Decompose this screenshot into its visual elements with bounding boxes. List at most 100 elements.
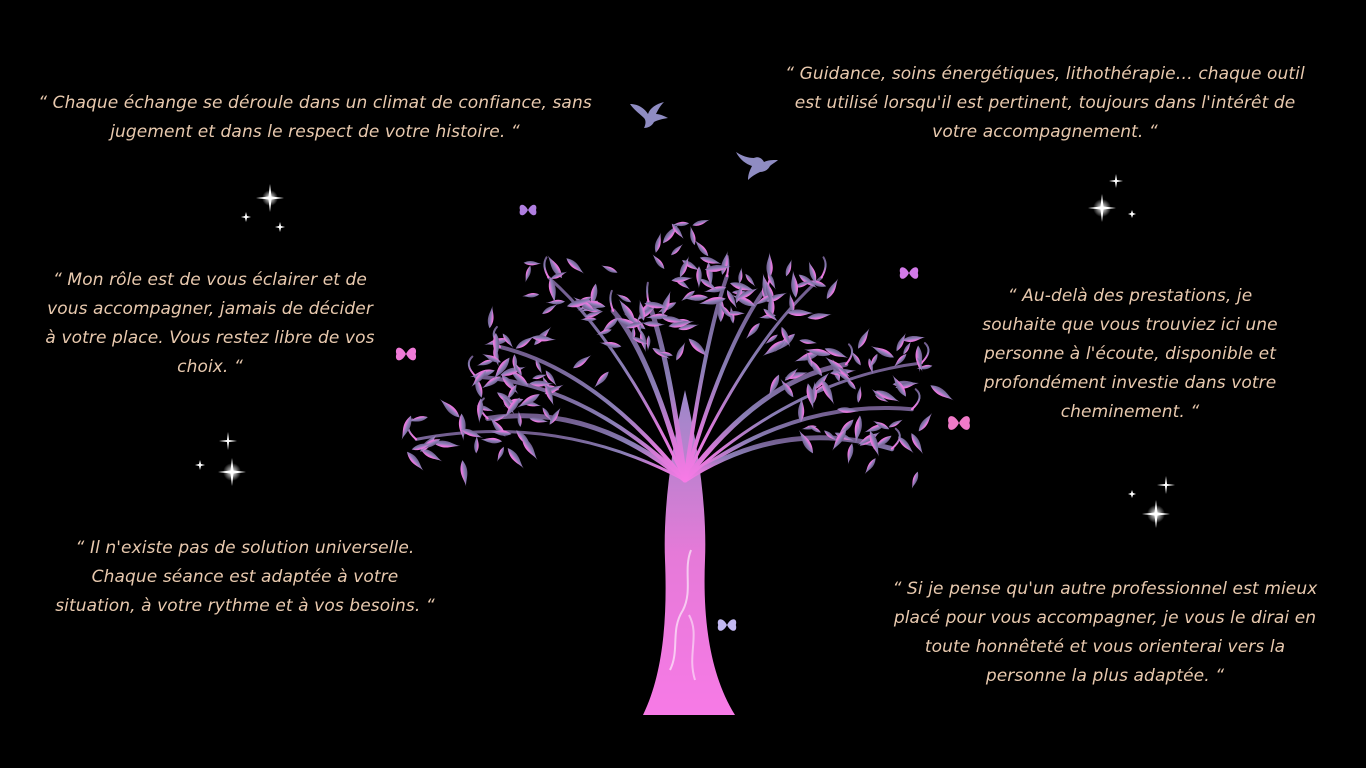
tree-branch: [485, 413, 688, 483]
tree-leaf: [766, 252, 773, 279]
tree-leaf: [507, 448, 525, 469]
tree-leaf: [474, 434, 479, 454]
butterfly-icon: [518, 200, 538, 224]
tree-leaf: [618, 298, 635, 322]
tree-branch: [498, 344, 687, 482]
tree-leaf: [600, 317, 619, 334]
tree-leaf: [798, 429, 813, 454]
dove-icon: [734, 150, 778, 188]
tree-leaf: [888, 419, 904, 428]
tree-leaf: [458, 413, 466, 442]
tree-leaf: [585, 311, 604, 318]
tree-branch: [682, 361, 849, 483]
tree-leaf: [837, 367, 851, 378]
tree-leaf: [857, 415, 862, 433]
tree-leaf: [644, 301, 670, 309]
tree-leaf: [632, 337, 649, 345]
tree-leaf: [789, 292, 795, 313]
tree-branch: [414, 429, 687, 482]
tree-leaf: [643, 321, 666, 327]
tree-leaf: [718, 302, 731, 318]
tree-of-life-illustration: [401, 219, 954, 715]
tree-leaf: [566, 258, 585, 274]
tree-leaf: [754, 295, 773, 306]
tree-leaf: [542, 407, 552, 422]
tree-leaf: [767, 272, 776, 290]
tree-leaf: [671, 276, 693, 283]
tree-leaf: [896, 332, 906, 352]
quote-referral: “ Si je pense qu'un autre professionnel …: [892, 579, 1318, 686]
tree-leaf: [680, 290, 695, 302]
tree-leaf: [863, 424, 885, 433]
tree-branch: [609, 289, 615, 312]
tree-leaf: [807, 313, 833, 320]
tree-leaf: [545, 370, 557, 387]
tree-leaf: [545, 384, 554, 406]
tree-leaf: [791, 270, 799, 298]
tree-leaf: [793, 351, 821, 362]
tree-leaf: [864, 458, 876, 475]
tree-leaf: [856, 385, 862, 403]
tree-leaf: [851, 350, 861, 366]
tree-leaf: [523, 261, 542, 266]
tree-leaf: [745, 323, 760, 340]
tree-branch: [920, 342, 930, 364]
tree-leaf: [600, 265, 618, 273]
tree-leaf: [420, 448, 443, 462]
tree-leaf: [787, 309, 814, 317]
tree-leaf: [504, 397, 520, 419]
tree-leaf: [699, 256, 723, 265]
tree-leaf: [517, 410, 522, 427]
tree-leaf: [690, 225, 696, 246]
butterfly-icon: [898, 262, 920, 288]
tree-leaf: [529, 417, 549, 423]
quote-solution: “ Il n'existe pas de solution universell…: [55, 538, 435, 616]
tree-leaf: [546, 299, 565, 305]
tree-leaf: [480, 437, 503, 444]
tree-leaf: [813, 372, 830, 390]
tree-leaf: [460, 428, 484, 439]
tree-leaf: [616, 293, 632, 303]
sparkle-icon: [1120, 472, 1180, 536]
tree-leaf: [497, 446, 504, 463]
tree-leaf: [657, 351, 673, 357]
tree-leaf: [821, 379, 835, 405]
tree-leaf: [516, 394, 540, 408]
tree-leaf: [918, 412, 933, 432]
tree-leaf: [661, 290, 671, 316]
tree-leaf: [548, 277, 556, 305]
tree-leaf: [595, 329, 612, 336]
tree-leaf: [407, 451, 424, 472]
tree-leaf: [871, 388, 885, 400]
tree-leaf: [671, 223, 685, 240]
tree-leaf: [547, 254, 562, 279]
quote-role: “ Mon rôle est de vous éclairer et de vo…: [45, 270, 375, 377]
tree-leaf: [807, 425, 821, 433]
tree-leaf: [460, 460, 468, 488]
tree-leaf: [694, 239, 709, 257]
tree-leaf: [487, 305, 494, 329]
tree-leaf: [824, 348, 849, 359]
tree-branch: [844, 343, 854, 366]
tree-leaf: [902, 336, 926, 342]
tree-leaf: [798, 396, 805, 423]
tree-branch: [683, 283, 770, 482]
butterfly-icon: [394, 342, 418, 370]
tree-leaf: [870, 346, 894, 358]
tree-leaf: [785, 259, 792, 277]
tree-leaf: [872, 420, 890, 430]
tree-leaf: [688, 338, 710, 358]
tree-leaf: [631, 324, 636, 341]
sparkle-icon: [192, 428, 252, 492]
tree-leaf: [513, 361, 522, 376]
tree-leaf: [655, 232, 661, 253]
tree-leaf: [671, 221, 690, 227]
quote-confidence: “ Chaque échange se déroule dans un clim…: [38, 93, 592, 142]
tree-leaf: [401, 415, 412, 441]
tree-leaf: [727, 311, 746, 316]
tree-leaf: [529, 380, 554, 387]
tree-branch: [683, 361, 923, 482]
tree-leaf: [661, 316, 686, 323]
tree-leaf: [834, 370, 851, 381]
tree-leaf: [762, 340, 786, 357]
